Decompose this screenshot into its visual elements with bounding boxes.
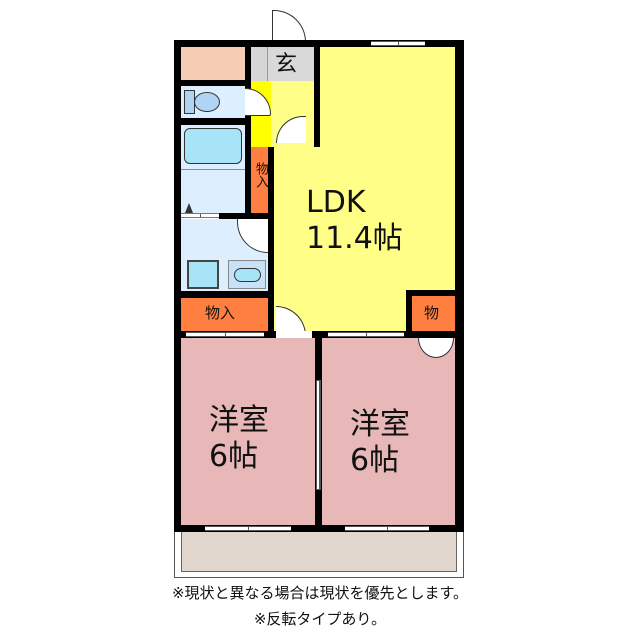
vanity-icon bbox=[228, 260, 266, 289]
washroom-door-icon bbox=[237, 219, 268, 253]
washing-machine-icon bbox=[187, 260, 219, 289]
ldk-size: 11.4帖 bbox=[306, 221, 403, 256]
closet-left-label: 物入 bbox=[205, 304, 236, 322]
western-room-2-size: 6帖 bbox=[350, 443, 400, 478]
western-room-1: 洋室 6帖 bbox=[181, 338, 315, 525]
western-room-1-name: 洋室 bbox=[209, 403, 269, 438]
note-line-2: ※反転タイプあり。 bbox=[253, 610, 387, 628]
entrance-step bbox=[251, 47, 268, 81]
entrance-door-icon bbox=[272, 10, 306, 42]
ldk-name: LDK bbox=[306, 185, 366, 220]
closet-side: 物入 bbox=[251, 147, 268, 213]
toilet-bowl-icon bbox=[194, 92, 220, 112]
bath-partition bbox=[181, 213, 219, 218]
washroom bbox=[181, 219, 268, 291]
outer-wall-bottom bbox=[174, 525, 464, 532]
sliding-partition bbox=[316, 380, 321, 490]
outer-wall-top bbox=[174, 40, 464, 47]
western-room-2: 洋室 6帖 bbox=[322, 338, 455, 525]
closet-side-label: 物入 bbox=[253, 162, 268, 188]
entrance: 玄 bbox=[251, 47, 317, 81]
toilet bbox=[181, 86, 245, 118]
bathtub-icon bbox=[184, 128, 242, 164]
window-room2-top bbox=[328, 332, 404, 337]
western-room-1-size: 6帖 bbox=[209, 439, 259, 474]
outer-wall-left bbox=[174, 40, 181, 532]
closet-right: 物 bbox=[412, 296, 455, 333]
note-line-1: ※現状と異なる場合は現状を優先とします。 bbox=[171, 584, 469, 602]
bath-door-icon bbox=[185, 203, 193, 213]
balcony bbox=[174, 532, 464, 578]
closet-right-label: 物 bbox=[424, 304, 440, 322]
western-room-2-name: 洋室 bbox=[350, 407, 410, 442]
storage-top-left bbox=[181, 47, 245, 80]
outer-wall-right bbox=[455, 40, 464, 532]
window-ldk-top bbox=[371, 41, 425, 46]
bath bbox=[181, 125, 245, 215]
window-room2-bottom bbox=[345, 526, 429, 531]
entrance-label: 玄 bbox=[275, 52, 298, 77]
closet-left: 物入 bbox=[181, 298, 268, 331]
window-room1-top bbox=[186, 332, 264, 337]
window-room1-bottom bbox=[205, 526, 291, 531]
